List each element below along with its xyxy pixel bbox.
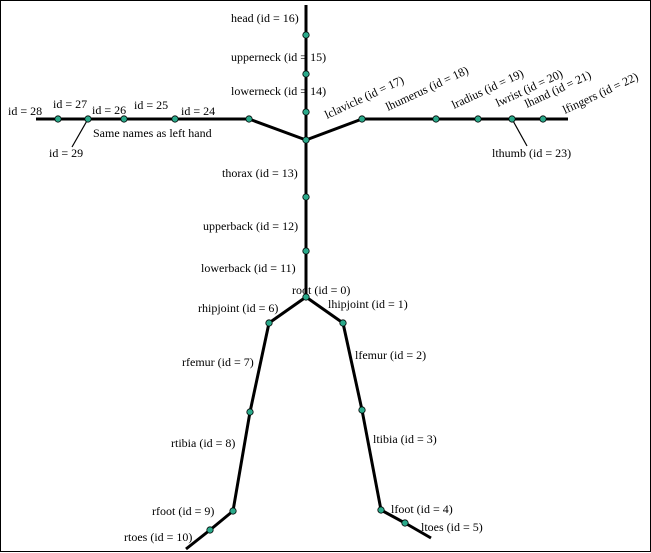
joint-marker-lowerback — [302, 247, 310, 255]
label-lfoot: lfoot (id = 4) — [391, 502, 453, 516]
joint-marker-id28 — [54, 115, 62, 123]
joint-marker-upperneck — [302, 70, 310, 78]
joint-marker-id26 — [120, 115, 128, 123]
label-id25: id = 25 — [134, 98, 168, 112]
joint-marker-rhipjoint — [265, 319, 273, 327]
label-id26: id = 26 — [92, 103, 126, 117]
joint-marker-lhipjoint — [339, 319, 347, 327]
joint-marker-rtoes — [206, 526, 214, 534]
joint-marker-thorax — [302, 136, 310, 144]
label-id27: id = 27 — [53, 97, 87, 111]
label-lfemur: lfemur (id = 2) — [355, 348, 426, 362]
joint-marker-id25 — [171, 115, 179, 123]
label-id29: id = 29 — [49, 146, 83, 160]
label-root: root (id = 0) — [292, 283, 350, 297]
joint-markers — [54, 31, 547, 534]
label-rhipjoint: rhipjoint (id = 6) — [198, 301, 278, 315]
label-head: head (id = 16) — [231, 11, 299, 25]
joint-marker-upperback — [302, 193, 310, 201]
label-thorax: thorax (id = 13) — [222, 166, 298, 180]
joint-marker-head — [302, 31, 310, 39]
label-rtibia: rtibia (id = 8) — [171, 436, 235, 450]
joint-marker-id27 — [84, 115, 92, 123]
label-rfoot: rfoot (id = 9) — [152, 504, 214, 518]
joint-labels: head (id = 16) upperneck (id = 15) lower… — [8, 11, 640, 544]
leader-lines — [71, 118, 528, 148]
joint-marker-rfoot — [229, 507, 237, 515]
label-same-names-note: Same names as left hand — [93, 126, 212, 140]
joint-marker-id24 — [245, 115, 253, 123]
label-upperneck: upperneck (id = 15) — [231, 50, 326, 64]
label-rtoes: rtoes (id = 10) — [124, 530, 192, 544]
right-clavicle-bone — [248, 117, 307, 142]
label-id24: id = 24 — [181, 104, 215, 118]
joint-marker-ltoes — [401, 519, 409, 527]
label-lthumb: lthumb (id = 23) — [492, 146, 571, 160]
joint-marker-lclavicle — [358, 115, 366, 123]
label-lowerneck: lowerneck (id = 14) — [231, 84, 326, 98]
thumb-leader-left — [511, 118, 528, 147]
left-clavicle-bone — [305, 117, 363, 142]
joint-marker-lhand — [539, 115, 547, 123]
label-id28: id = 28 — [8, 104, 42, 118]
joint-marker-lfemur — [358, 406, 366, 414]
joint-marker-rfemur — [246, 408, 254, 416]
label-upperback: upperback (id = 12) — [203, 219, 298, 233]
label-lhipjoint: lhipjoint (id = 1) — [328, 297, 408, 311]
joint-marker-lwrist — [508, 115, 516, 123]
thumb-leader-right — [71, 118, 89, 148]
joint-marker-lowerneck — [302, 108, 310, 116]
joint-marker-root — [302, 293, 310, 301]
label-rfemur: rfemur (id = 7) — [182, 355, 254, 369]
left-hip-bone — [305, 295, 344, 325]
label-lowerback: lowerback (id = 11) — [201, 261, 296, 275]
joint-marker-lfoot — [377, 506, 385, 514]
label-ltoes: ltoes (id = 5) — [421, 520, 483, 534]
joint-marker-lhumerus — [432, 115, 440, 123]
right-hip-bone — [268, 295, 307, 325]
joint-marker-lradius — [474, 115, 482, 123]
label-ltibia: ltibia (id = 3) — [373, 432, 437, 446]
